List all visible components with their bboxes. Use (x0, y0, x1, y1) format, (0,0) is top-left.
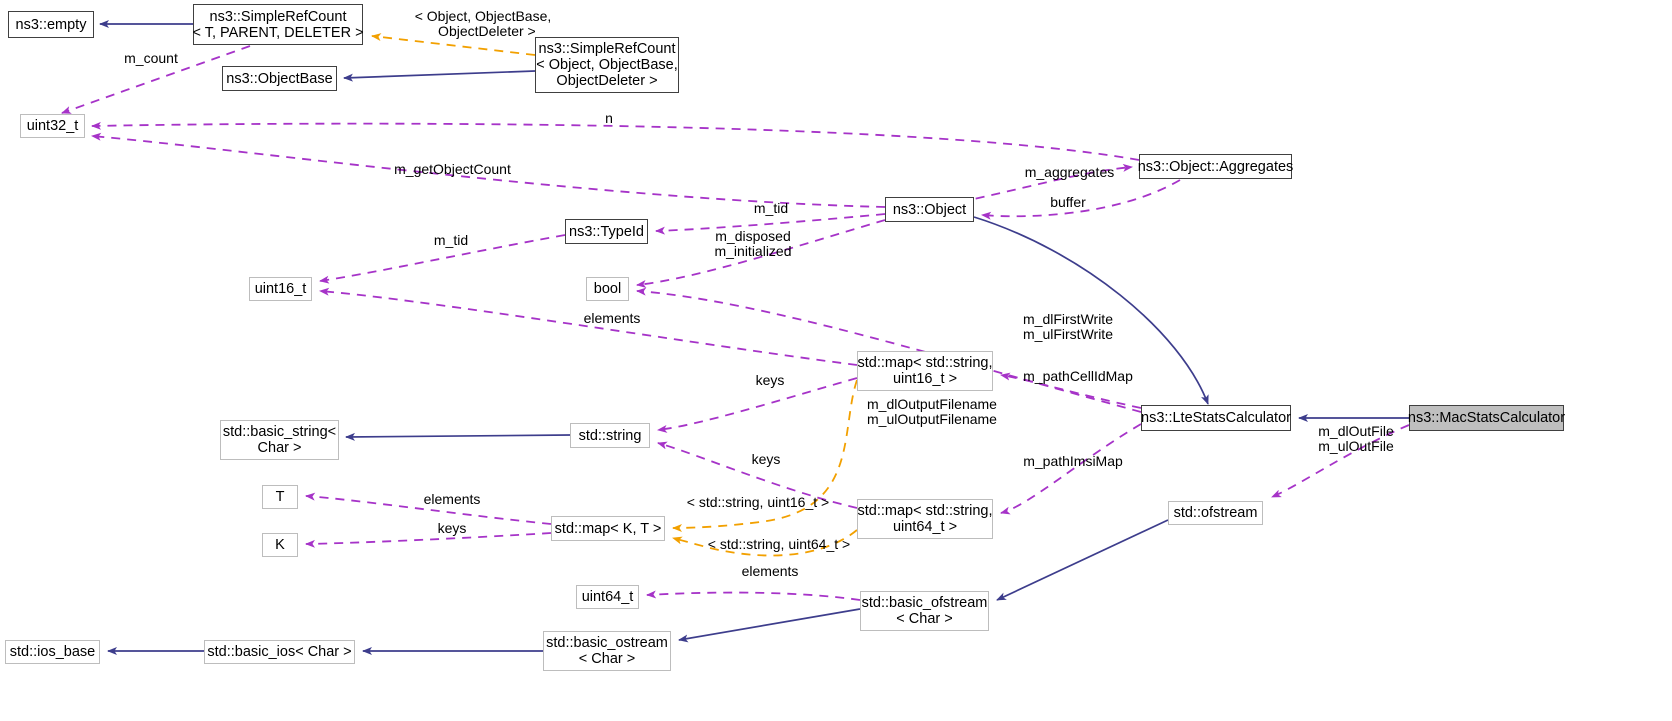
class-node-ltestats[interactable]: ns3::LteStatsCalculator (1141, 405, 1291, 431)
edge-inheritance (973, 216, 1209, 405)
class-node-basic_ios[interactable]: std::basic_ios< Char > (204, 640, 355, 664)
edge-usage (657, 441, 858, 509)
edge-usage (1000, 372, 1142, 409)
class-node-uint64[interactable]: uint64_t (576, 585, 639, 609)
edge-inheritance (996, 519, 1169, 601)
edge-label-lbl-pathimsi: m_pathImsiMap (1023, 453, 1123, 469)
class-node-object[interactable]: ns3::Object (885, 197, 974, 222)
edge-label-lbl-tmpl-u16: < std::string, uint16_t > (686, 494, 830, 510)
class-node-basic_string[interactable]: std::basic_string< Char > (220, 420, 339, 460)
class-node-T[interactable]: T (262, 485, 298, 509)
edge-label-lbl-m-getobjcount: m_getObjectCount (394, 161, 511, 177)
edge-usage (305, 492, 552, 525)
edge-label-lbl-elements-1: elements (583, 310, 641, 326)
edge-usage (91, 121, 1140, 161)
class-node-typeid[interactable]: ns3::TypeId (565, 219, 648, 244)
class-node-simplerefcount_o[interactable]: ns3::SimpleRefCount < Object, ObjectBase… (535, 37, 679, 93)
edge-usage (981, 179, 1181, 220)
class-node-ofstream[interactable]: std::ofstream (1168, 501, 1263, 525)
class-node-aggregates[interactable]: ns3::Object::Aggregates (1138, 154, 1293, 179)
class-node-simplerefcount_t[interactable]: ns3::SimpleRefCount < T, PARENT, DELETER… (192, 4, 364, 45)
edge-usage (959, 163, 1133, 203)
edge-label-lbl-keys-3: keys (437, 520, 467, 536)
edge-label-lbl-firstwrite: m_dlFirstWrite m_ulFirstWrite (1023, 311, 1113, 342)
edge-usage (1000, 423, 1142, 515)
edge-label-lbl-outputfilename: m_dlOutputFilename m_ulOutputFilename (867, 396, 997, 427)
edge-usage (319, 287, 858, 366)
class-node-map_str_u64[interactable]: std::map< std::string, uint64_t > (857, 499, 993, 539)
edge-label-lbl-buffer: buffer (1050, 194, 1086, 210)
edge-usage (657, 377, 858, 433)
edge-label-lbl-m-tid-left: m_tid (433, 232, 469, 248)
edge-inheritance (343, 70, 536, 82)
edge-label-lbl-elements-3: elements (741, 563, 799, 579)
class-node-map_str_u16[interactable]: std::map< std::string, uint16_t > (857, 351, 993, 391)
edge-inheritance (678, 608, 861, 643)
class-node-map_k_t[interactable]: std::map< K, T > (551, 516, 665, 541)
edge-usage (61, 45, 251, 114)
edge-template (371, 33, 536, 56)
edge-label-lbl-elements-2: elements (423, 491, 481, 507)
edge-usage (1271, 424, 1410, 498)
edge-template (672, 529, 858, 557)
edge-inheritance (345, 432, 571, 441)
edge-label-lbl-keys-1: keys (755, 372, 785, 388)
class-node-objectbase[interactable]: ns3::ObjectBase (222, 66, 337, 91)
class-node-bool[interactable]: bool (586, 277, 629, 301)
edge-label-lbl-m-aggregates: m_aggregates (1024, 164, 1115, 180)
edge-usage (319, 234, 566, 284)
class-node-string[interactable]: std::string (570, 423, 650, 448)
class-node-basic_ofstream[interactable]: std::basic_ofstream < Char > (860, 591, 989, 631)
class-node-ios_base[interactable]: std::ios_base (5, 640, 100, 664)
edge-usage (646, 590, 861, 601)
class-node-uint32[interactable]: uint32_t (20, 114, 85, 138)
class-node-empty[interactable]: ns3::empty (8, 11, 94, 38)
edge-label-lbl-m-disposed: m_disposed m_initialized (714, 228, 792, 259)
edge-usage (305, 532, 552, 548)
class-node-basic_ostream[interactable]: std::basic_ostream < Char > (543, 631, 671, 671)
edge-label-lbl-pathcellid: m_pathCellIdMap (1023, 368, 1133, 384)
edge-label-lbl-tmpl-u64: < std::string, uint64_t > (707, 536, 851, 552)
edge-label-lbl-n: n (605, 110, 613, 126)
edge-label-lbl-m-count: m_count (124, 50, 178, 66)
edge-label-lbl-keys-2: keys (751, 451, 781, 467)
class-node-K[interactable]: K (262, 533, 298, 557)
edge-usage (636, 219, 886, 288)
edge-label-lbl-template-obj: < Object, ObjectBase, ObjectDeleter > (414, 8, 552, 39)
edge-label-lbl-m-tid-top: m_tid (753, 200, 789, 216)
class-node-uint16[interactable]: uint16_t (249, 277, 312, 301)
edge-usage (655, 213, 886, 235)
class-node-macstats[interactable]: ns3::MacStatsCalculator (1408, 405, 1565, 431)
edge-label-lbl-outfile: m_dlOutFile m_ulOutFile (1318, 423, 1394, 454)
